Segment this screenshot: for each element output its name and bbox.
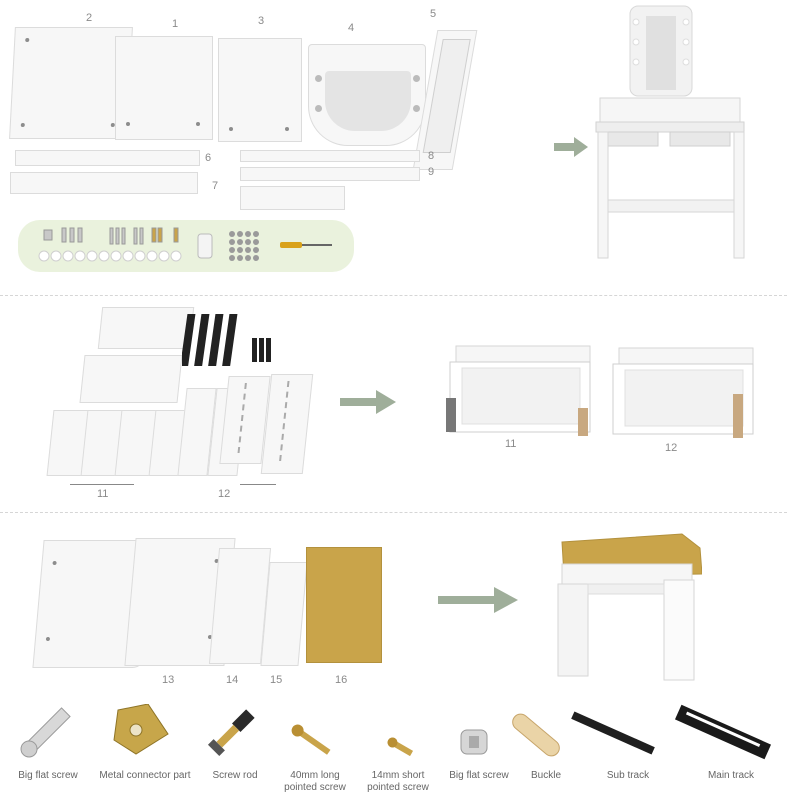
stool-rail-panel <box>260 562 308 666</box>
part-number: 8 <box>428 150 435 162</box>
group-underline <box>70 484 134 485</box>
drawer-assembled-image <box>446 345 591 436</box>
part-number: 16 <box>335 674 348 686</box>
arrow-icon <box>438 587 518 613</box>
hardware-tray <box>18 220 354 272</box>
hardware-label: Buckle <box>530 770 561 781</box>
arrow-icon <box>554 137 588 157</box>
drawer-rail-panel <box>260 374 314 474</box>
big-flat-screw-icon <box>20 707 71 758</box>
stool-cushion <box>306 547 382 663</box>
mirror-glass <box>325 71 411 131</box>
hardware-label: Metal connector part <box>99 770 191 781</box>
hardware-label: Big flat screw <box>449 770 509 781</box>
part-number: 2 <box>86 12 93 24</box>
track-set-icon <box>182 314 271 366</box>
hardware-label: Sub track <box>606 770 650 781</box>
drawer-bottom-panel <box>97 307 195 349</box>
part-number: 7 <box>212 180 219 192</box>
mirror-panel <box>308 44 426 146</box>
part-number: 1 <box>172 18 179 30</box>
vanity-assembled-image <box>595 5 745 259</box>
panel-1 <box>115 36 213 140</box>
hardware-label: Screw rod <box>212 770 258 781</box>
part-number: 14 <box>226 674 239 686</box>
section-divider <box>0 295 787 296</box>
part-number: 5 <box>430 8 437 20</box>
rail-7 <box>10 172 198 194</box>
part-number: 4 <box>348 22 355 34</box>
part-number: 6 <box>205 152 212 164</box>
rail-8 <box>240 150 420 162</box>
part-number: 9 <box>428 166 435 178</box>
stool-assembled-image <box>557 533 702 681</box>
drawer-assembled-image <box>612 347 754 438</box>
hardware-label: 14mm short pointed screw <box>367 770 429 793</box>
hardware-label: 40mm long pointed screw <box>284 770 346 793</box>
sub-track-icon <box>571 711 655 755</box>
short-pointed-screw-icon <box>387 737 414 757</box>
arrow-icon <box>340 390 396 414</box>
part-number: 12 <box>218 488 231 500</box>
group-underline <box>240 484 276 485</box>
drawer-label: 12 <box>665 442 678 454</box>
part-number: 15 <box>270 674 283 686</box>
part-number: 11 <box>97 488 109 500</box>
part-number: 3 <box>258 15 265 27</box>
buckle-icon <box>512 713 560 757</box>
rail-9 <box>240 167 420 181</box>
rail-10 <box>240 186 345 210</box>
hardware-label: Main track <box>707 770 755 781</box>
hardware-icons <box>38 227 332 262</box>
drawer-label: 11 <box>505 438 517 450</box>
long-pointed-screw-icon <box>291 724 331 755</box>
panel-3 <box>218 38 302 142</box>
big-flat-screw-small-icon <box>460 729 488 755</box>
section-divider <box>0 512 787 513</box>
metal-connector-icon <box>113 704 169 755</box>
drawer-bottom-panel <box>79 355 183 403</box>
hardware-label: Big flat screw <box>18 770 78 781</box>
part-number: 13 <box>162 674 175 686</box>
rail-6 <box>15 150 200 166</box>
main-track-icon <box>674 704 772 760</box>
screw-rod-icon <box>207 709 255 757</box>
